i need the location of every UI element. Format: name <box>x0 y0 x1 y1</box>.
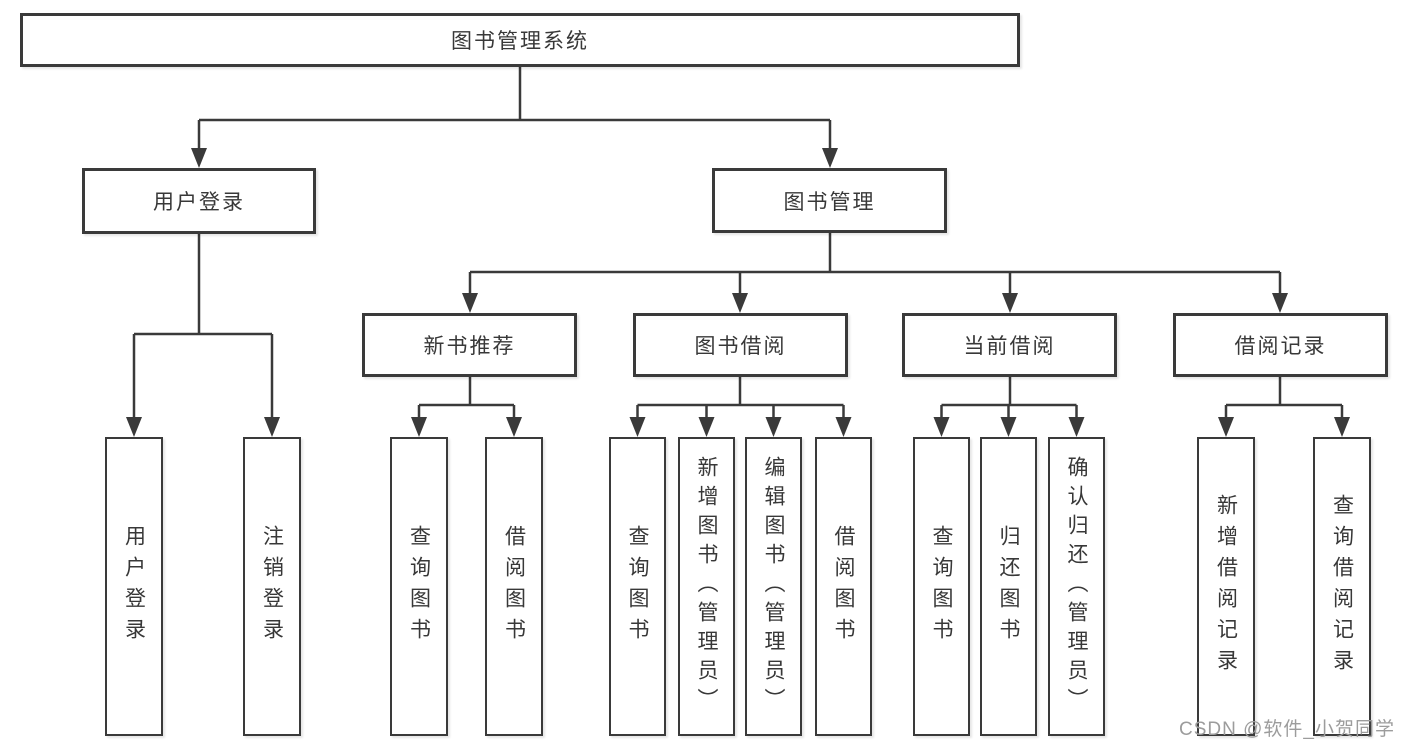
node-label: 图书借阅 <box>694 335 787 358</box>
leaf-label: 借阅图书 <box>502 524 526 649</box>
node-library-management-system: 图书管理系统 <box>20 13 1020 67</box>
node-label: 借阅记录 <box>1234 335 1327 358</box>
node-label: 当前借阅 <box>963 335 1056 358</box>
node-new-book-recommendation: 新书推荐 <box>362 313 577 377</box>
leaf-query-books-recommend: 查询图书 <box>390 437 448 736</box>
leaf-label: 查询借阅记录 <box>1330 493 1354 680</box>
leaf-borrow-books-borrowing: 借阅图书 <box>815 437 872 736</box>
node-borrowing-records: 借阅记录 <box>1173 313 1388 377</box>
node-label: 用户登录 <box>153 191 245 214</box>
leaf-query-books-current: 查询图书 <box>913 437 970 736</box>
leaf-label: 新增图书（管理员） <box>695 456 718 717</box>
node-label: 图书管理系统 <box>451 30 589 53</box>
leaf-label: 借阅图书 <box>832 524 855 649</box>
node-label: 新书推荐 <box>423 335 516 358</box>
leaf-label: 查询图书 <box>626 524 649 649</box>
node-book-borrowing: 图书借阅 <box>633 313 848 377</box>
csdn-watermark: CSDN @软件_小贺同学 <box>1179 719 1395 740</box>
leaf-label: 查询图书 <box>407 524 431 649</box>
leaf-logout: 注销登录 <box>243 437 301 736</box>
leaf-edit-book-admin: 编辑图书（管理员） <box>745 437 802 736</box>
leaf-label: 注销登录 <box>260 524 284 649</box>
leaf-label: 新增借阅记录 <box>1214 493 1238 680</box>
leaf-label: 编辑图书（管理员） <box>762 456 785 717</box>
leaf-confirm-return-admin: 确认归还（管理员） <box>1048 437 1105 736</box>
leaf-query-borrow-record: 查询借阅记录 <box>1313 437 1371 736</box>
leaf-label: 查询图书 <box>930 524 953 649</box>
leaf-return-books: 归还图书 <box>980 437 1037 736</box>
leaf-add-borrow-record: 新增借阅记录 <box>1197 437 1255 736</box>
node-current-borrowing: 当前借阅 <box>902 313 1117 377</box>
leaf-user-login: 用户登录 <box>105 437 163 736</box>
leaf-label: 归还图书 <box>997 524 1020 649</box>
leaf-query-books-borrowing: 查询图书 <box>609 437 666 736</box>
node-book-management: 图书管理 <box>712 168 947 233</box>
node-label: 图书管理 <box>783 190 876 214</box>
leaf-label: 用户登录 <box>122 524 146 649</box>
node-user-login: 用户登录 <box>82 168 316 234</box>
leaf-borrow-books-recommend: 借阅图书 <box>485 437 543 736</box>
leaf-label: 确认归还（管理员） <box>1065 456 1088 717</box>
leaf-add-book-admin: 新增图书（管理员） <box>678 437 735 736</box>
